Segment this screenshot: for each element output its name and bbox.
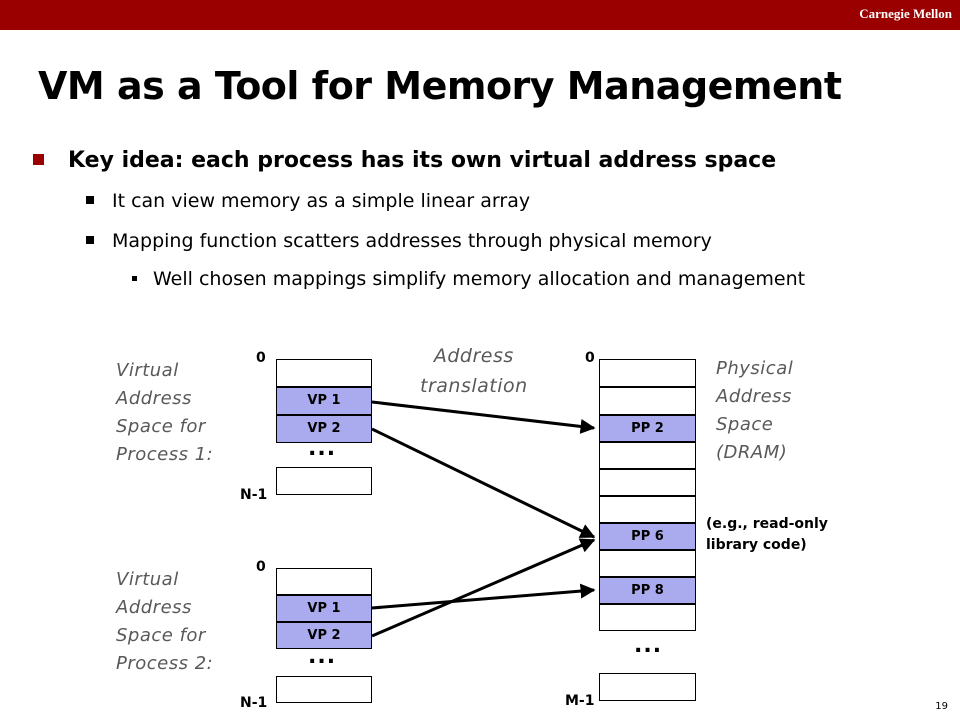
subbullet-3-text: Well chosen mappings simplify memory all… xyxy=(153,268,806,290)
arrow-p1-vp1-to-pp2 xyxy=(371,400,596,434)
bullet-main-text: Key idea: each process has its own virtu… xyxy=(68,148,777,173)
va2-page-empty xyxy=(276,568,372,595)
bullet-square-icon xyxy=(132,276,137,281)
pa-page-0 xyxy=(599,359,696,387)
header-bar: Carnegie Mellon xyxy=(0,0,960,30)
address-translation-label: Address translation xyxy=(420,345,528,397)
va1-page-empty xyxy=(276,359,372,387)
brand-logo: Carnegie Mellon xyxy=(859,6,952,21)
arrow-p2-vp2-to-pp6 xyxy=(371,538,596,638)
pa-page-last xyxy=(599,673,696,701)
pa-pp8: PP 8 xyxy=(599,577,696,604)
va2-ellipsis: ... xyxy=(308,644,337,669)
va2-vp1: VP 1 xyxy=(276,595,372,622)
virtual-space-2-label: Virtual Address Space for Process 2: xyxy=(116,569,214,674)
physical-space-label: Physical Address Space (DRAM) xyxy=(716,358,794,463)
slide-title: VM as a Tool for Memory Management xyxy=(38,64,842,108)
subbullet-1: It can view memory as a simple linear ar… xyxy=(86,190,530,212)
pa-page-1 xyxy=(599,387,696,415)
va1-vp1: VP 1 xyxy=(276,387,372,415)
slide-number: 19 xyxy=(935,701,948,712)
arrow-p2-vp1-to-pp8 xyxy=(371,583,596,610)
pa-page-7 xyxy=(599,550,696,577)
virtual-space-1-label: Virtual Address Space for Process 1: xyxy=(116,360,214,465)
va1-vp2: VP 2 xyxy=(276,415,372,443)
pa-max-label: M-1 xyxy=(565,693,595,709)
readonly-note: (e.g., read-only library code) xyxy=(706,516,828,553)
pa-pp6: PP 6 xyxy=(599,523,696,550)
bullet-main: Key idea: each process has its own virtu… xyxy=(33,148,776,173)
pa-ellipsis: ... xyxy=(634,633,663,658)
subbullet-2-text: Mapping function scatters addresses thro… xyxy=(112,230,712,252)
pa-page-4 xyxy=(599,469,696,496)
va2-page-last xyxy=(276,676,372,703)
bullet-square-icon xyxy=(33,154,44,165)
pa-page-9 xyxy=(599,604,696,631)
va2-zero-label: 0 xyxy=(256,559,266,575)
pa-zero-label: 0 xyxy=(585,350,595,366)
va1-ellipsis: ... xyxy=(308,436,337,461)
va1-zero-label: 0 xyxy=(256,350,266,366)
subbullet-2: Mapping function scatters addresses thro… xyxy=(86,230,712,252)
va2-max-label: N-1 xyxy=(240,695,268,711)
subbullet-3: Well chosen mappings simplify memory all… xyxy=(132,268,805,290)
subbullet-1-text: It can view memory as a simple linear ar… xyxy=(112,190,531,212)
bullet-square-icon xyxy=(86,236,94,244)
va1-max-label: N-1 xyxy=(240,487,268,503)
pa-pp2: PP 2 xyxy=(599,415,696,442)
bullet-square-icon xyxy=(86,196,94,204)
pa-page-5 xyxy=(599,496,696,523)
va1-page-last xyxy=(276,467,372,495)
va2-vp2: VP 2 xyxy=(276,622,372,649)
pa-page-3 xyxy=(599,442,696,469)
arrow-p1-vp2-to-pp6 xyxy=(371,427,596,539)
